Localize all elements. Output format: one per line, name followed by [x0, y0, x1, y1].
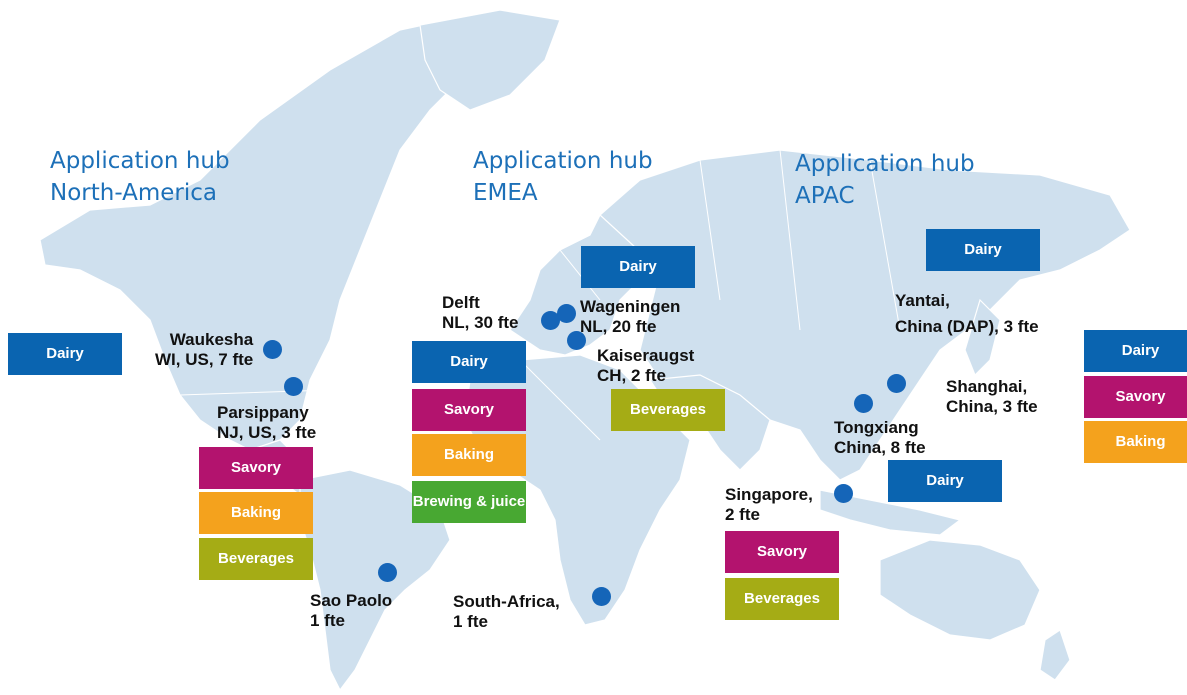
waukesha-name: Waukesha — [169, 330, 254, 349]
tag-apac-baking: Baking — [1084, 421, 1187, 463]
australia-landmass — [879, 539, 1041, 641]
tag-tongxiang-dairy: Dairy — [888, 460, 1002, 502]
singapore-name: Singapore, — [725, 485, 813, 504]
tag-parsippany-beverages: Beverages — [199, 538, 313, 580]
tag-singapore-savory: Savory — [725, 531, 839, 573]
tongxiang-name: Tongxiang — [834, 418, 919, 437]
singapore-details: 2 fte — [725, 505, 760, 524]
north-america-landmass — [39, 14, 501, 451]
location-dot-parsippany[interactable] — [284, 377, 303, 396]
hub-apac-line1: Application hub — [795, 151, 975, 177]
location-label-tongxiang: Tongxiang China, 8 fte — [834, 418, 926, 458]
hub-emea-line2: EMEA — [473, 180, 538, 206]
south-africa-details: 1 fte — [453, 612, 488, 631]
parsippany-details: NJ, US, 3 fte — [217, 423, 317, 442]
wageningen-name: Wageningen — [580, 297, 681, 316]
location-dot-waukesha[interactable] — [263, 340, 282, 359]
tag-apac-savory: Savory — [1084, 376, 1187, 418]
location-label-delft: Delft NL, 30 fte — [442, 293, 519, 333]
kaiseraugst-name: Kaiseraugst — [597, 346, 695, 365]
location-dot-delft[interactable] — [541, 311, 560, 330]
hub-apac-line2: APAC — [795, 183, 855, 209]
tag-emea-dairy: Dairy — [412, 341, 526, 383]
tag-apac-dairy: Dairy — [1084, 330, 1187, 372]
location-label-sao-paolo: Sao Paolo 1 fte — [310, 591, 392, 631]
tag-wageningen-dairy: Dairy — [581, 246, 695, 288]
tag-emea-baking: Baking — [412, 434, 526, 476]
tag-emea-brewing-juice: Brewing & juice — [412, 481, 526, 523]
tag-yantai-dairy: Dairy — [926, 229, 1040, 271]
location-dot-sao-paolo[interactable] — [378, 563, 397, 582]
location-label-yantai: Yantai, China (DAP), 3 fte — [895, 291, 1039, 337]
tongxiang-details: China, 8 fte — [834, 438, 926, 457]
hub-apac-title: Application hub APAC — [795, 148, 975, 212]
yantai-name: Yantai, — [895, 291, 950, 310]
location-dot-wageningen[interactable] — [557, 304, 576, 323]
wageningen-details: NL, 20 fte — [580, 317, 657, 336]
parsippany-name: Parsippany — [217, 403, 309, 422]
hub-north-america-line1: Application hub — [50, 148, 230, 174]
hub-emea-line1: Application hub — [473, 148, 653, 174]
location-dot-south-africa[interactable] — [592, 587, 611, 606]
greenland-landmass — [419, 9, 561, 111]
indonesia-landmass — [819, 489, 962, 536]
location-label-parsippany: Parsippany NJ, US, 3 fte — [217, 403, 316, 443]
country-borders — [179, 149, 901, 441]
location-label-south-africa: South-Africa, 1 fte — [453, 592, 560, 632]
location-label-waukesha: Waukesha WI, US, 7 fte — [155, 330, 253, 370]
new-zealand-landmass — [1039, 629, 1071, 681]
tag-singapore-beverages: Beverages — [725, 578, 839, 620]
delft-details: NL, 30 fte — [442, 313, 519, 332]
yantai-details: China (DAP), 3 fte — [895, 317, 1039, 336]
tag-parsippany-savory: Savory — [199, 447, 313, 489]
tag-emea-savory: Savory — [412, 389, 526, 431]
location-label-kaiseraugst: Kaiseraugst CH, 2 fte — [597, 346, 694, 386]
sao-paolo-details: 1 fte — [310, 611, 345, 630]
tag-kaiseraugst-beverages: Beverages — [611, 389, 725, 431]
waukesha-details: WI, US, 7 fte — [155, 350, 254, 369]
location-label-shanghai: Shanghai, China, 3 fte — [946, 377, 1038, 417]
sao-paolo-name: Sao Paolo — [310, 591, 393, 610]
location-label-wageningen: Wageningen NL, 20 fte — [580, 297, 680, 337]
location-dot-kaiseraugst[interactable] — [567, 331, 586, 350]
south-africa-name: South-Africa, — [453, 592, 560, 611]
hub-north-america-line2: North-America — [50, 180, 217, 206]
tag-na-dairy: Dairy — [8, 333, 122, 375]
tag-parsippany-baking: Baking — [199, 492, 313, 534]
japan-landmass — [964, 298, 1001, 377]
location-label-singapore: Singapore, 2 fte — [725, 485, 813, 525]
delft-name: Delft — [442, 293, 480, 312]
kaiseraugst-details: CH, 2 fte — [597, 366, 666, 385]
hub-emea-title: Application hub EMEA — [473, 145, 653, 209]
location-dot-shanghai[interactable] — [887, 374, 906, 393]
location-dot-tongxiang[interactable] — [854, 394, 873, 413]
location-dot-singapore[interactable] — [834, 484, 853, 503]
shanghai-name: Shanghai, — [946, 377, 1028, 396]
shanghai-details: China, 3 fte — [946, 397, 1038, 416]
hub-north-america-title: Application hub North-America — [50, 145, 230, 209]
